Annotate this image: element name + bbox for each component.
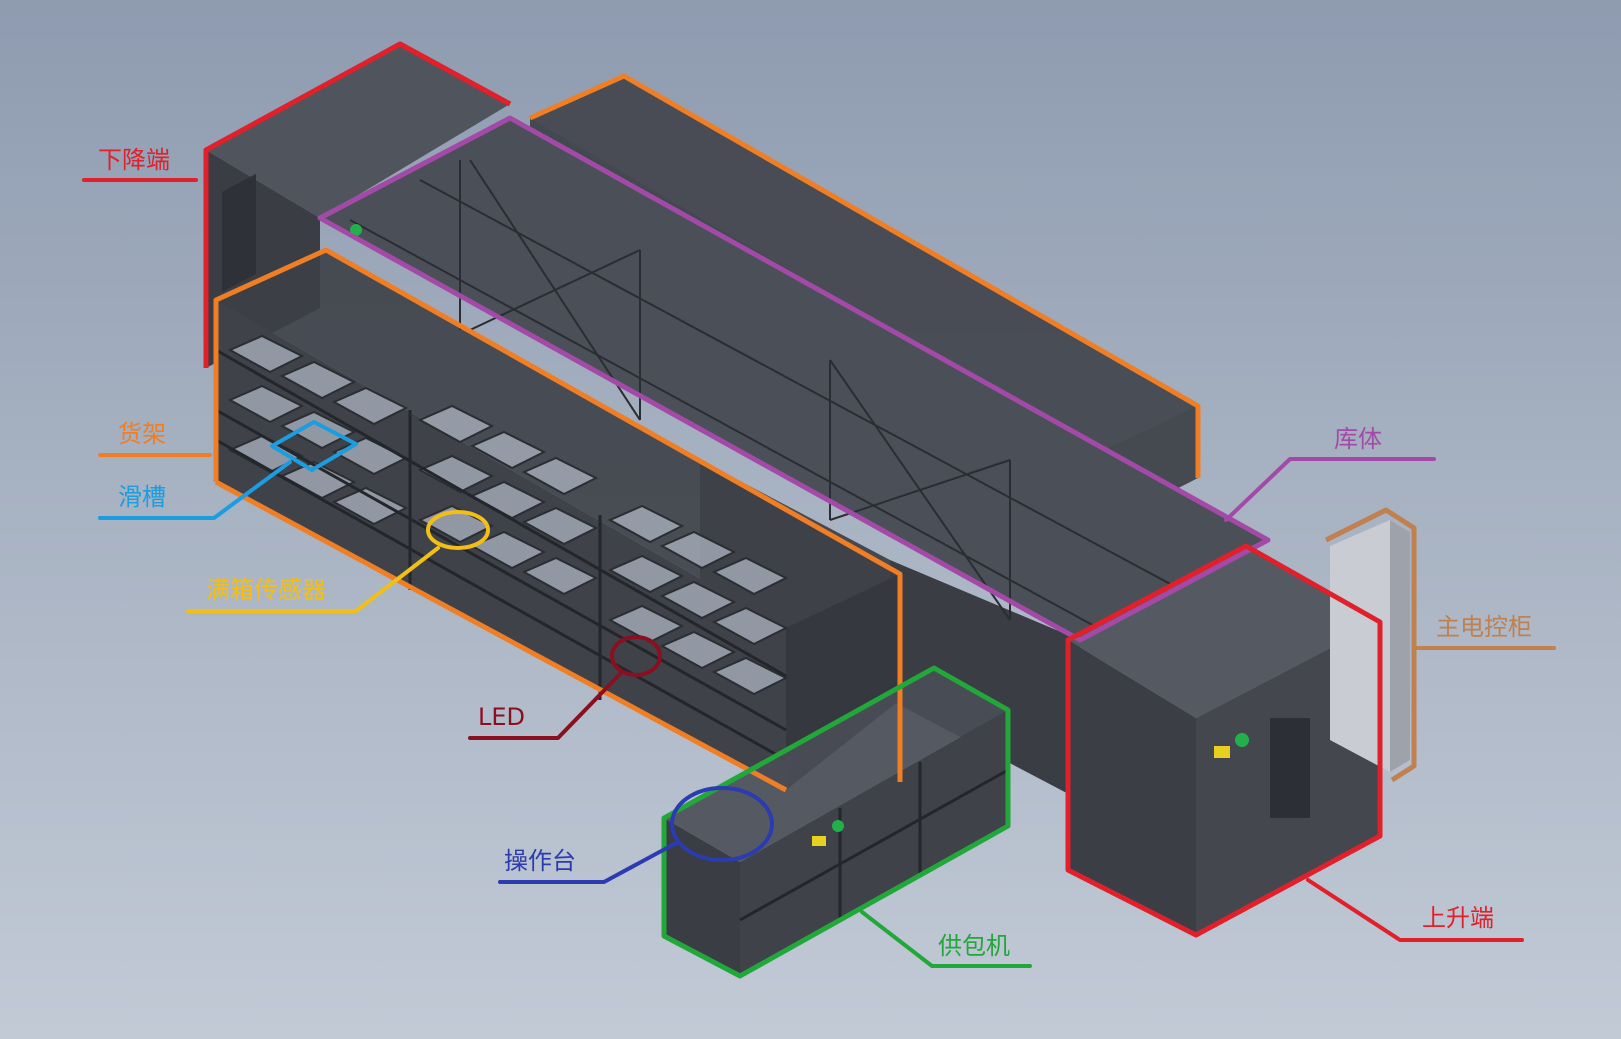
ascend-end-label: 上升端 [1422,904,1494,932]
bag-feeder-outline [661,665,1011,979]
descend-tower-top [206,44,510,218]
chute-leader [98,460,292,520]
indicator-light-yellow [812,836,826,846]
machine-illustration [206,44,1410,976]
warehouse-middle-side [890,560,1080,800]
descend-tower-door [222,173,256,292]
descend-end-outline-top [398,41,512,107]
led-leader [468,670,624,740]
ascend-end-leader [1306,878,1524,942]
warehouse-body-outline [317,115,1271,643]
operation-desk-highlight [670,786,774,862]
warehouse-frame [349,159,1201,641]
shelf-label: 货架 [118,420,166,448]
shelf-outline-bottom [214,479,788,793]
bag-feeder-top [664,668,1008,862]
leader-lines [82,178,1556,968]
warehouse-back-top [530,76,1198,452]
shelf-outline [213,247,903,782]
operation-desk-leader [498,840,680,884]
bag-feeder-front [664,818,740,976]
main-control-cabinet-label: 主电控柜 [1436,613,1532,641]
bag-feeder-side [740,710,1008,976]
shelf-slots [227,334,789,696]
shelf-frame [215,348,787,762]
chute-label: 滑槽 [118,483,166,511]
indicator-light-green [350,224,362,236]
ascend-tower-top [1068,546,1380,718]
ascend-tower-window [1270,718,1310,818]
control-cabinet-outline [1324,507,1417,783]
led-label: LED [478,703,525,731]
shelf-top [216,250,900,628]
warehouse-body-label: 库体 [1334,425,1382,453]
control-cabinet-side [1390,520,1410,772]
bag-feeder-leader [860,910,1032,968]
indicator-light-green [1235,733,1249,747]
indicator-light-green [832,820,844,832]
chute-highlight [270,420,358,472]
full-box-sensor-label: 满箱传感器 [206,576,326,604]
warehouse-body-leader [1224,457,1436,522]
indicator-light-yellow [1214,746,1230,758]
operation-desk-label: 操作台 [504,847,576,875]
warehouse-back-outline [528,73,1201,478]
full-box-sensor-highlight [426,510,490,550]
outline-group [203,41,1417,979]
descend-end-label: 下降端 [98,146,170,174]
ascend-end-outline [1065,543,1383,938]
label-group: 下降端 货架 滑槽 满箱传感器 LED 操作台 供包机 库体 主电控柜 上升端 [98,146,1532,960]
full-box-sensor-leader [186,546,440,613]
ascend-tower-left [1068,640,1196,935]
led-highlight [610,635,662,677]
bag-feeder-label: 供包机 [938,932,1010,960]
